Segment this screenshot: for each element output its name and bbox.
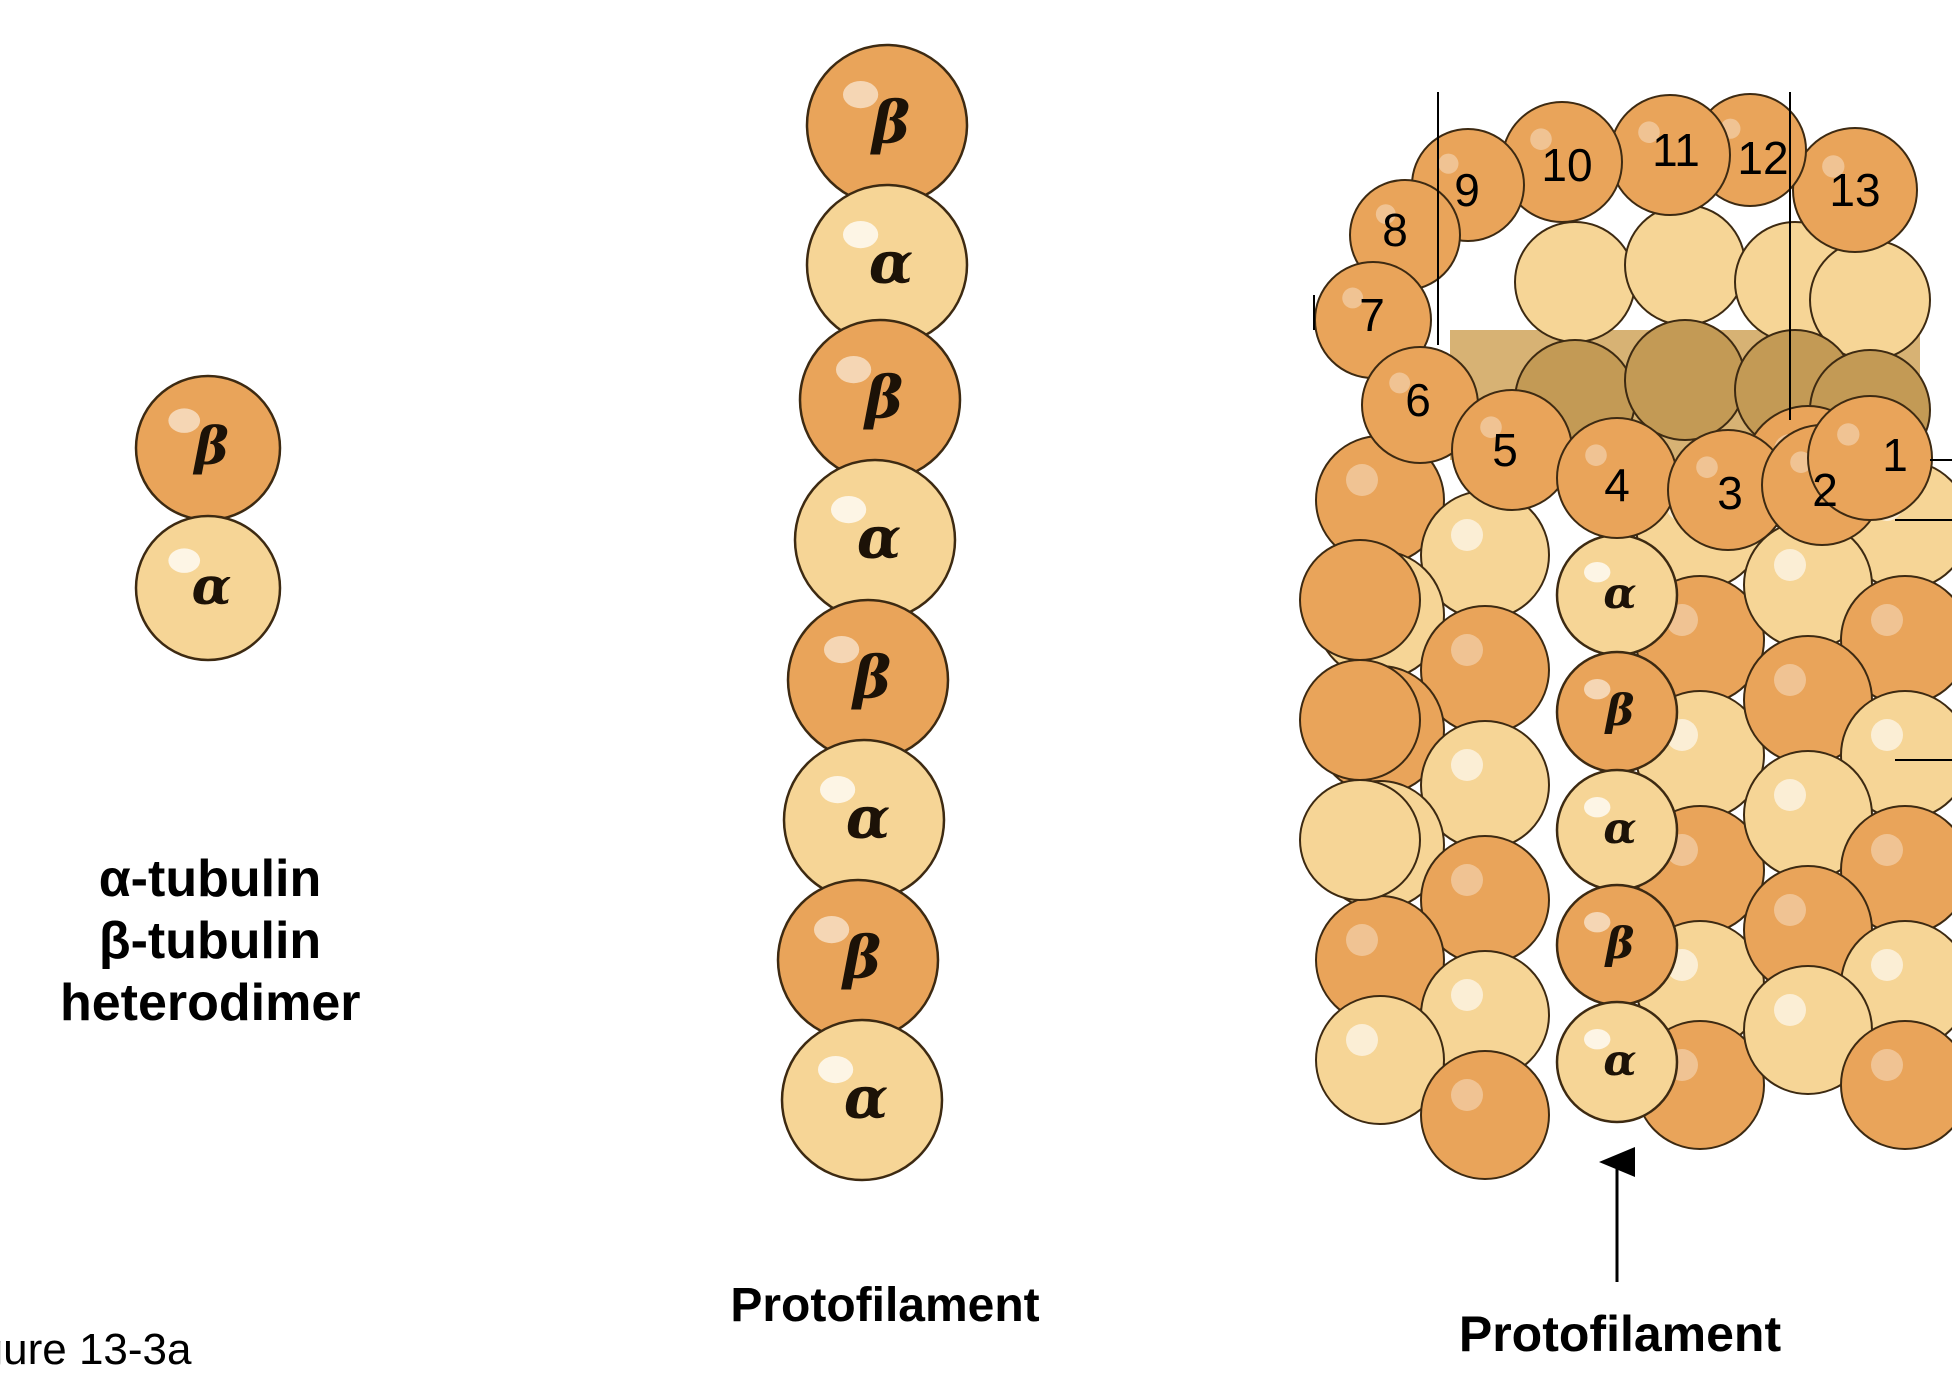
beta-label: β: [863, 364, 903, 432]
highlighted-protofilament-subunit: β: [1555, 650, 1679, 774]
beta-label: β: [851, 644, 891, 712]
highlighted-protofilament-subunit: α: [1555, 533, 1679, 657]
caption-line-heterodimer: heterodimer: [60, 974, 361, 1032]
protofilament-number-3: 3: [1717, 467, 1743, 519]
protofilament-caption-right: Protofilament: [1458, 1306, 1782, 1362]
alpha-label: α: [844, 1064, 888, 1132]
alpha-label: α: [1603, 568, 1636, 619]
microtubule-subunit: [1420, 1050, 1550, 1180]
protofilament-number-12: 12: [1737, 132, 1788, 184]
heterodimer-subunit: β: [134, 374, 282, 522]
caption-line-alpha-tubulin: α-tubulin: [98, 850, 322, 908]
protofilament-number-6: 6: [1405, 374, 1431, 426]
microtubule-subunit: [1315, 995, 1445, 1125]
protofilament-number-5: 5: [1492, 424, 1518, 476]
beta-label: β: [1604, 918, 1635, 969]
beta-label: β: [192, 416, 228, 477]
protofilament-subunit: β: [786, 598, 950, 762]
protofilament-subunit: β: [776, 878, 940, 1042]
protofilament-number-2: 2: [1812, 464, 1838, 516]
microtubule-edge-subunit: [1299, 779, 1421, 901]
protofilament-subunit: α: [793, 458, 957, 622]
protofilament-number-11: 11: [1652, 124, 1700, 176]
microtubule-edge-subunit: [1299, 539, 1421, 661]
beta-label: β: [841, 924, 881, 992]
protofilament-number-13: 13: [1829, 164, 1880, 216]
beta-label: β: [870, 89, 910, 157]
microtubule-back-subunit: [1624, 204, 1746, 326]
protofilament-number-9: 9: [1454, 164, 1480, 216]
protofilament-caption-middle: Protofilament: [730, 1279, 1040, 1332]
alpha-label: α: [869, 229, 913, 297]
highlighted-protofilament-subunit: α: [1555, 768, 1679, 892]
protofilament-top-subunit-13: [1792, 127, 1918, 253]
alpha-label: α: [857, 504, 901, 572]
highlighted-protofilament-subunit: α: [1555, 1000, 1679, 1124]
alpha-label: α: [1603, 1035, 1636, 1086]
alpha-label: α: [192, 556, 232, 617]
microtubule-back-subunit: [1624, 319, 1746, 441]
protofilament-subunit: β: [805, 43, 969, 207]
protofilament-number-10: 10: [1541, 139, 1592, 191]
protofilament-number-4: 4: [1604, 459, 1630, 511]
protofilament-top-subunit-1: [1807, 395, 1933, 521]
protofilament-subunit: α: [805, 183, 969, 347]
heterodimer-group: βα: [134, 374, 282, 662]
microtubule-subunit: [1840, 1020, 1952, 1150]
protofilament-subunit: β: [798, 318, 962, 482]
protofilament-number-7: 7: [1359, 289, 1385, 341]
microtubule-back-subunit: [1514, 221, 1636, 343]
heterodimer-subunit: α: [134, 514, 282, 662]
caption-line-beta-tubulin: β-tubulin: [98, 912, 322, 970]
protofilament-number-8: 8: [1382, 204, 1408, 256]
protofilament-subunit: α: [782, 738, 946, 902]
figure-label: Figure 13-3a: [0, 1325, 192, 1374]
highlighted-protofilament-subunit: β: [1555, 883, 1679, 1007]
beta-label: β: [1604, 685, 1635, 736]
protofilament-subunit: α: [780, 1018, 944, 1182]
protofilament-number-1: 1: [1882, 429, 1908, 481]
heterodimer-caption: α-tubulin β-tubulin heterodimer: [60, 848, 361, 1034]
alpha-label: α: [846, 784, 890, 852]
microtubule-edge-subunit: [1299, 659, 1421, 781]
alpha-label: α: [1603, 803, 1636, 854]
